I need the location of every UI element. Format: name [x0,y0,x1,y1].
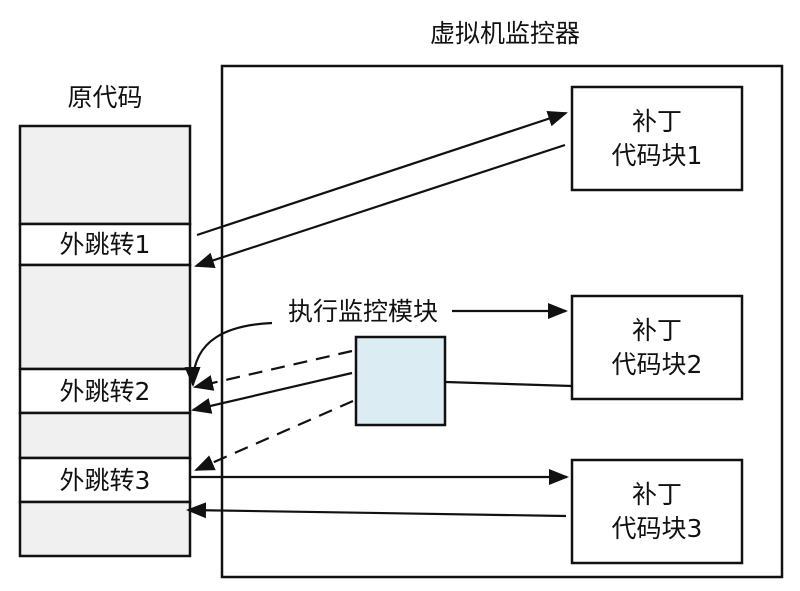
patch-block-2-line2: 代码块2 [612,350,703,379]
patch-block-3-line1: 补丁 [632,480,682,509]
jump-label-2: 外跳转2 [60,377,151,406]
patch-block-1: 补丁 代码块1 [570,85,744,192]
hypervisor-title: 虚拟机监控器 [430,19,580,48]
patch-block-2: 补丁 代码块2 [570,294,744,401]
source-code-title: 原代码 [67,83,142,112]
patch-block-1-line2: 代码块1 [612,141,703,170]
jump-label-3: 外跳转3 [60,466,151,495]
arrow-patch1-to-jump1 [194,143,566,268]
arrow-monitor-curve-to-jump2 [184,321,273,387]
jump-segment-3 [18,456,192,504]
code-segment [18,500,192,558]
hypervisor-container [220,64,784,579]
dashed-arrow-module-to-jump2 [193,349,353,391]
patch-block-3-line2: 代码块3 [612,514,703,543]
source-code-column: 外跳转1 外跳转2 外跳转3 [18,124,192,558]
code-segment [18,411,192,460]
arrow-module-to-jump2 [191,371,353,414]
dashed-arrow-module-to-jump3 [194,399,354,472]
patch-block-3: 补丁 代码块3 [570,458,744,565]
monitor-module-label: 执行监控模块 [288,297,438,326]
connector-module-to-patch2 [445,380,573,388]
patch-block-1-line1: 补丁 [632,107,682,136]
jump-label-1: 外跳转1 [60,230,151,259]
arrow-jump1-to-patch1 [196,111,568,237]
patch-block-2-line1: 补丁 [632,316,682,345]
code-segment [18,124,192,226]
monitor-module-box [354,335,447,427]
arrow-patch3-to-jump3 [186,502,567,519]
code-segment [18,263,192,371]
